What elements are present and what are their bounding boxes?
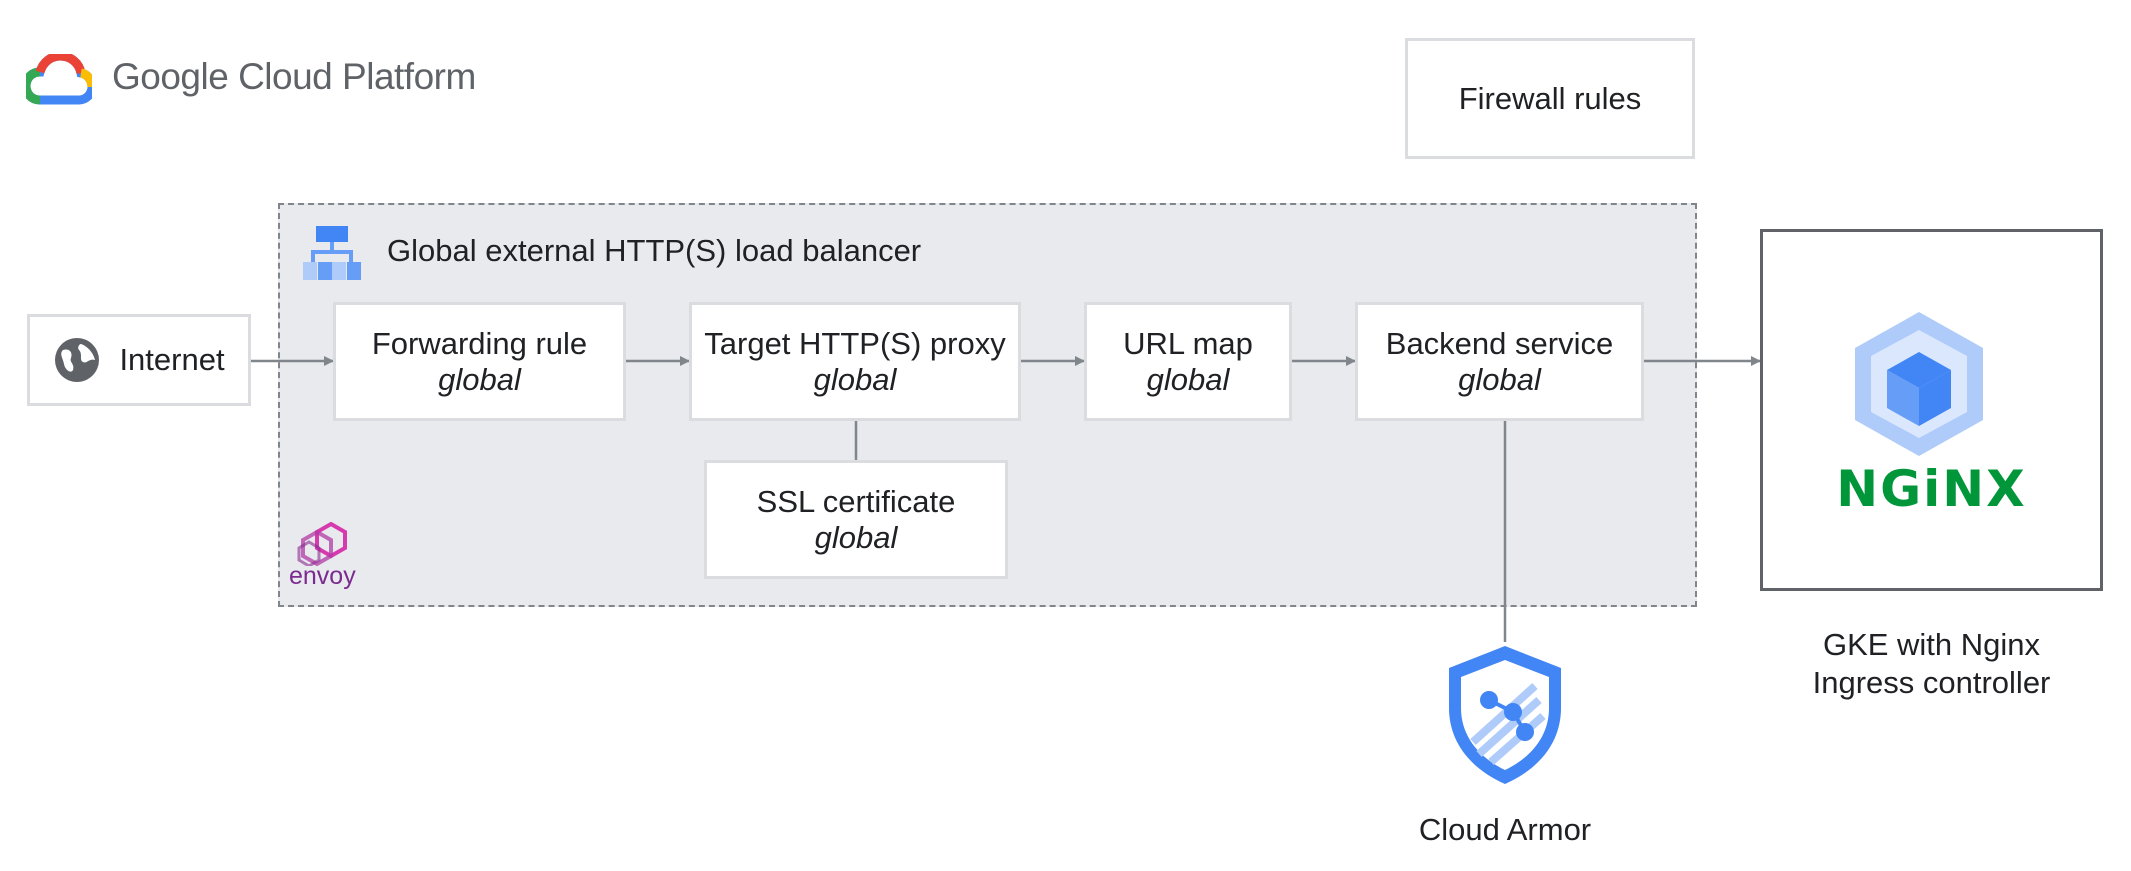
backend-service-box: Backend service global <box>1355 302 1644 421</box>
target-proxy-scope: global <box>813 361 897 397</box>
gke-caption: GKE with Nginx Ingress controller <box>1760 626 2103 702</box>
load-balancer-title: Global external HTTP(S) load balancer <box>387 233 922 268</box>
gcp-cloud-logo-icon <box>26 54 92 105</box>
gke-caption-line1: GKE with Nginx <box>1822 627 2041 662</box>
gke-box: NGiNX <box>1760 229 2103 591</box>
gcp-logo: Google Cloud Platform <box>26 52 486 112</box>
ssl-certificate-box: SSL certificate global <box>704 460 1008 579</box>
firewall-rules-box: Firewall rules <box>1405 38 1695 159</box>
envoy-label: envoy <box>289 562 356 590</box>
target-proxy-box: Target HTTP(S) proxy global <box>689 302 1021 421</box>
url-map-title: URL map <box>1123 325 1253 361</box>
internet-box: Internet <box>27 314 251 406</box>
load-balancer-icon <box>303 226 361 280</box>
ssl-certificate-title: SSL certificate <box>756 483 956 519</box>
gcp-logo-text: Google Cloud Platform <box>112 56 476 97</box>
backend-service-scope: global <box>1458 361 1541 397</box>
forwarding-rule-scope: global <box>438 361 521 397</box>
url-map-scope: global <box>1146 361 1230 397</box>
internet-label: Internet <box>119 342 225 377</box>
forwarding-rule-title: Forwarding rule <box>371 325 588 361</box>
url-map-box: URL map global <box>1084 302 1292 421</box>
cloud-armor-label: Cloud Armor <box>1418 812 1592 847</box>
nginx-logo: NGiNX <box>1836 460 2027 518</box>
forwarding-rule-box: Forwarding rule global <box>333 302 626 421</box>
gke-caption-line2: Ingress controller <box>1812 665 2051 700</box>
ssl-certificate-scope: global <box>814 519 898 555</box>
backend-service-title: Backend service <box>1385 325 1614 361</box>
gke-cube-icon <box>1855 312 1983 456</box>
firewall-rules-label: Firewall rules <box>1458 80 1642 116</box>
envoy-logo-icon <box>297 522 347 566</box>
cloud-armor-shield-icon <box>1449 646 1561 784</box>
target-proxy-title: Target HTTP(S) proxy <box>704 325 1006 361</box>
globe-icon <box>55 338 100 382</box>
